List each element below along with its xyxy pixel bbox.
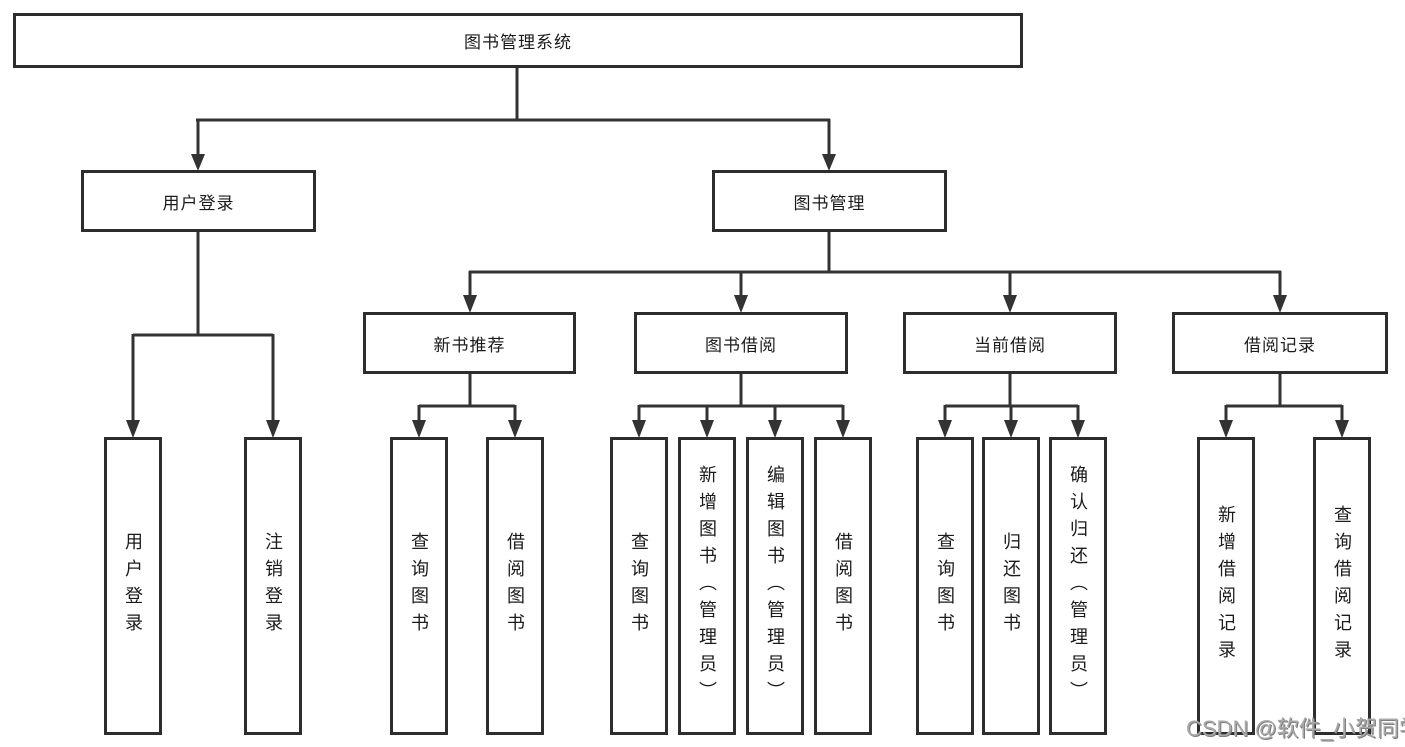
node-label: 新增借阅记录 xyxy=(1216,505,1236,667)
leaf-records-add-borrow-record: 新增借阅记录 xyxy=(1197,437,1255,735)
node-book-borrowing: 图书借阅 xyxy=(634,312,848,374)
node-label: 当前借阅 xyxy=(974,335,1046,355)
node-library-management-system: 图书管理系统 xyxy=(13,13,1023,68)
node-label: 查询图书 xyxy=(409,532,429,640)
node-label: 借阅图书 xyxy=(505,532,525,640)
leaf-current-query-books: 查询图书 xyxy=(916,437,974,735)
leaf-borrowing-edit-books-admin: 编辑图书（管理员） xyxy=(746,437,804,735)
node-label: 查询借阅记录 xyxy=(1332,505,1352,667)
leaf-logout: 注销登录 xyxy=(244,437,302,735)
node-label: 归还图书 xyxy=(1001,532,1021,640)
node-label: 编辑图书（管理员） xyxy=(765,464,785,708)
node-label: 借阅记录 xyxy=(1244,335,1316,355)
node-label: 用户登录 xyxy=(123,532,143,640)
node-current-borrowing: 当前借阅 xyxy=(903,312,1117,374)
leaf-user-login: 用户登录 xyxy=(104,437,162,735)
leaf-newbook-query-books: 查询图书 xyxy=(390,437,448,735)
node-label: 借阅图书 xyxy=(833,532,853,640)
watermark: CSDN @软件_小贺同学 xyxy=(1186,716,1405,741)
node-label: 注销登录 xyxy=(263,532,283,640)
node-new-book-recommendation: 新书推荐 xyxy=(363,312,576,374)
node-label: 图书管理 xyxy=(793,193,866,213)
leaf-newbook-borrow-books: 借阅图书 xyxy=(486,437,544,735)
node-user-login: 用户登录 xyxy=(81,170,316,232)
leaf-borrowing-add-books-admin: 新增图书（管理员） xyxy=(678,437,736,735)
leaf-records-query-borrow-record: 查询借阅记录 xyxy=(1313,437,1371,735)
leaf-borrowing-borrow-books: 借阅图书 xyxy=(814,437,872,735)
leaf-current-return-books: 归还图书 xyxy=(982,437,1040,735)
node-label: 查询图书 xyxy=(629,532,649,640)
node-borrowing-records: 借阅记录 xyxy=(1172,312,1388,374)
node-label: 确认归还（管理员） xyxy=(1068,464,1088,708)
leaf-current-confirm-return-admin: 确认归还（管理员） xyxy=(1049,437,1107,735)
node-label: 图书管理系统 xyxy=(464,33,572,52)
node-label: 查询图书 xyxy=(935,532,955,640)
node-book-management: 图书管理 xyxy=(712,170,947,232)
node-label: 用户登录 xyxy=(162,193,235,213)
node-label: 新增图书（管理员） xyxy=(697,464,717,708)
leaf-borrowing-query-books: 查询图书 xyxy=(610,437,668,735)
node-label: 新书推荐 xyxy=(433,335,506,355)
node-label: 图书借阅 xyxy=(705,335,777,355)
